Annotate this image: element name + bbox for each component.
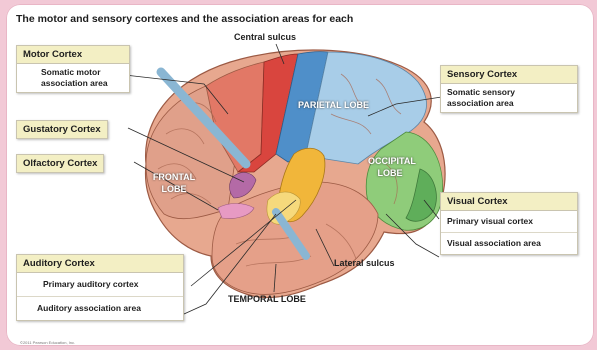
auditory-association-area-label: Auditory association area (17, 297, 183, 320)
auditory-cortex-heading: Auditory Cortex (17, 255, 183, 273)
central-sulcus-label: Central sulcus (234, 32, 296, 43)
somatic-sensory-association-label: Somatic sensory association area (441, 84, 545, 112)
primary-visual-cortex-label: Primary visual cortex (441, 211, 577, 233)
figure-card: The motor and sensory cortexes and the a… (6, 4, 594, 346)
frontal-lobe-label: FRONTAL LOBE (152, 171, 196, 195)
gustatory-cortex-box: Gustatory Cortex (16, 120, 108, 139)
olfactory-cortex-box: Olfactory Cortex (16, 154, 104, 173)
visual-association-area-label: Visual association area (441, 233, 577, 254)
sensory-cortex-heading: Sensory Cortex (441, 66, 577, 84)
motor-cortex-heading: Motor Cortex (17, 46, 129, 64)
parietal-lobe-label: PARIETAL LOBE (298, 100, 369, 111)
motor-cortex-box: Motor Cortex Somatic motor association a… (16, 45, 130, 93)
sensory-cortex-box: Sensory Cortex Somatic sensory associati… (440, 65, 578, 113)
lateral-sulcus-label: Lateral sulcus (334, 258, 395, 269)
copyright-note: ©2011 Pearson Education, Inc. (20, 340, 75, 345)
occipital-lobe-label: OCCIPITAL LOBE (368, 155, 412, 179)
visual-cortex-heading: Visual Cortex (441, 193, 577, 211)
temporal-lobe-label: TEMPORAL LOBE (228, 294, 306, 305)
visual-cortex-box: Visual Cortex Primary visual cortex Visu… (440, 192, 578, 255)
somatic-motor-association-label: Somatic motor association area (17, 64, 129, 92)
primary-auditory-cortex-label: Primary auditory cortex (17, 273, 183, 297)
auditory-cortex-box: Auditory Cortex Primary auditory cortex … (16, 254, 184, 321)
